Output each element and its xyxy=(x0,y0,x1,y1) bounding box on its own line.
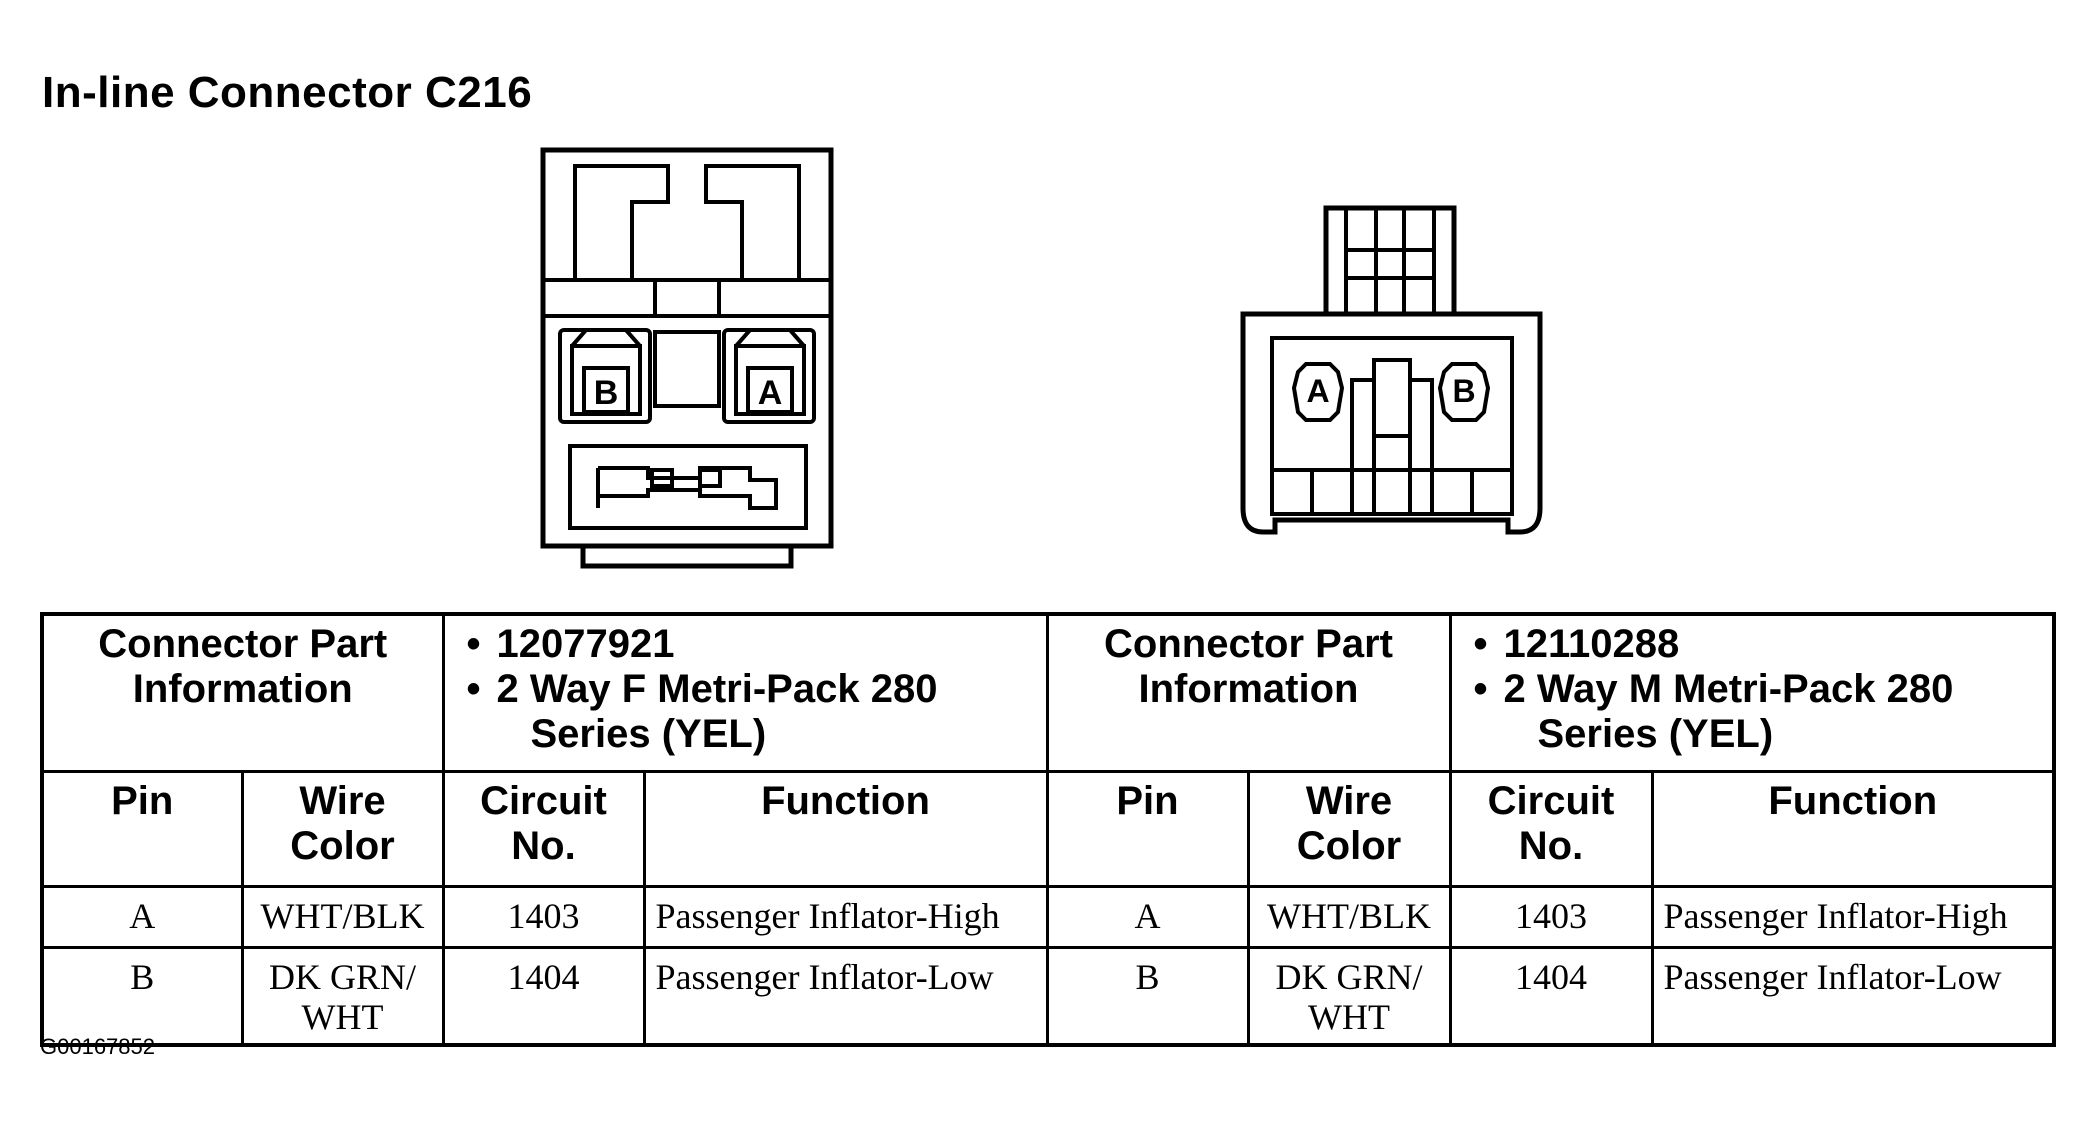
circuit-cell: 1404 xyxy=(1448,946,1654,1047)
part-series-1: Series (YEL) xyxy=(530,712,767,756)
male-pin-label-a: A xyxy=(1306,373,1329,409)
function-cell: Passenger Inflator-High xyxy=(1650,885,2056,949)
wire-color-cell: WHT/BLK xyxy=(240,885,445,949)
male-connector-face: A B xyxy=(1240,205,1543,535)
female-connector-face: B A xyxy=(540,147,834,569)
pin-cell: A xyxy=(1045,885,1250,949)
connector-pinout-table: Connector Part Information •12077921 •2 … xyxy=(40,612,2057,1047)
figure-code: G00167852 xyxy=(40,1034,155,1059)
table-row: B DK GRN/WHT 1404 Passenger Inflator-Low… xyxy=(40,946,2056,1047)
male-pin-label-b: B xyxy=(1452,373,1475,409)
part-number-1: 12077921 xyxy=(496,622,675,666)
circuit-cell: 1403 xyxy=(1448,885,1654,949)
part-description-1: 2 Way F Metri-Pack 280 xyxy=(496,667,938,711)
wire-color-cell: DK GRN/WHT xyxy=(240,946,445,1047)
part-series-2: Series (YEL) xyxy=(1537,712,1774,756)
circuit-cell: 1403 xyxy=(441,885,646,949)
pin-label-a: A xyxy=(758,374,783,412)
function-cell: Passenger Inflator-Low xyxy=(1650,946,2056,1047)
wire-color-cell: WHT/BLK xyxy=(1246,885,1452,949)
table-row: A WHT/BLK 1403 Passenger Inflator-High A… xyxy=(40,885,2056,949)
page-title: In-line Connector C216 xyxy=(42,68,533,117)
pin-header: Pin xyxy=(40,770,244,888)
pin-cell: B xyxy=(40,946,244,1047)
circuit-cell: 1404 xyxy=(441,946,646,1047)
connector-part-info-label-1: Connector Part Information xyxy=(40,612,445,773)
connector-diagrams: B A A B xyxy=(540,147,1543,569)
connector-part-info-2: •12110288 •2 Way M Metri-Pack 280 Series… xyxy=(1448,612,2056,773)
function-cell: Passenger Inflator-Low xyxy=(642,946,1049,1047)
pin-label-b: B xyxy=(594,374,619,412)
connector-info-row: Connector Part Information •12077921 •2 … xyxy=(40,612,2056,773)
wire-color-cell: DK GRN/WHT xyxy=(1246,946,1452,1047)
connector-part-info-label-2: Connector Part Information xyxy=(1045,612,1452,773)
function-cell: Passenger Inflator-High xyxy=(642,885,1049,949)
pin-cell: B xyxy=(1045,946,1250,1047)
part-number-2: 12110288 xyxy=(1503,622,1680,666)
function-header: Function xyxy=(642,770,1049,888)
pin-header: Pin xyxy=(1045,770,1250,888)
pin-cell: A xyxy=(40,885,244,949)
function-header: Function xyxy=(1650,770,2056,888)
connector-part-info-1: •12077921 •2 Way F Metri-Pack 280 Series… xyxy=(441,612,1049,773)
part-description-2: 2 Way M Metri-Pack 280 xyxy=(1503,667,1954,711)
